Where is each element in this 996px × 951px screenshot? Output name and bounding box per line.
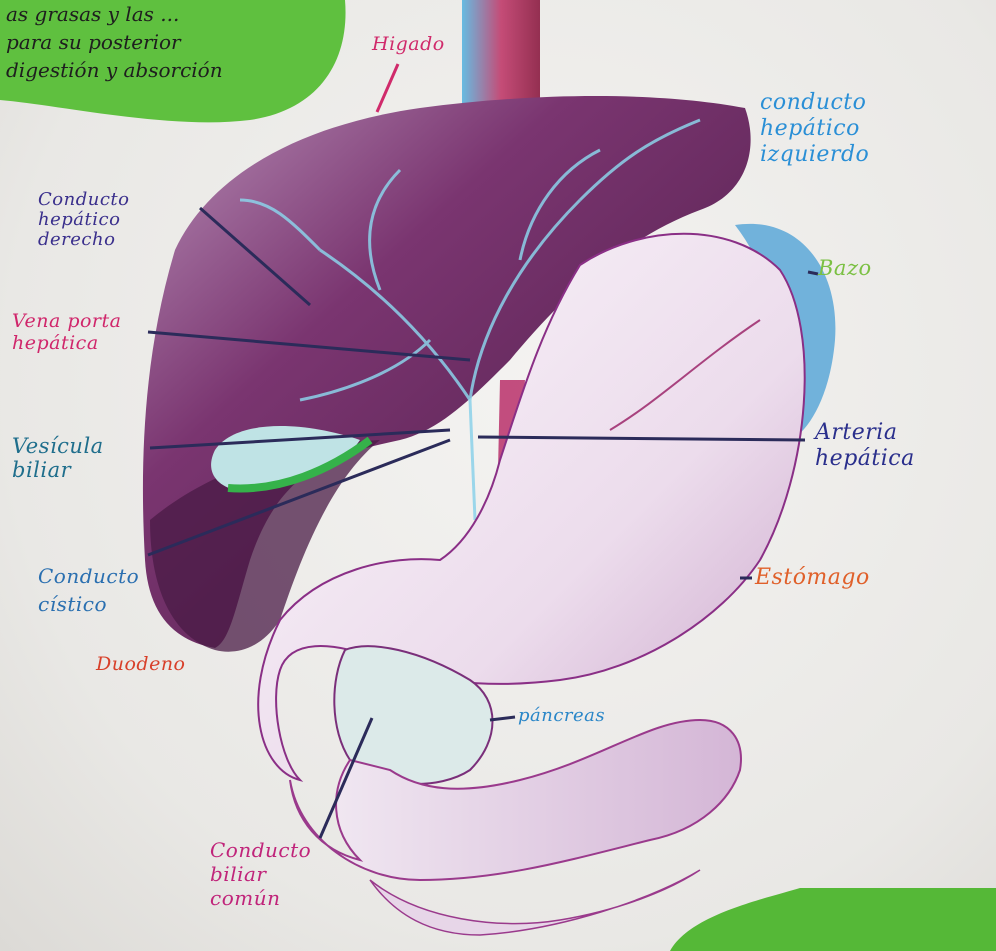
label-conducto-biliar-comun: Conducto biliar común — [210, 838, 311, 910]
sticky-note-text: as grasas y las ... para su posterior di… — [6, 0, 326, 84]
label-higado: Higado — [372, 32, 445, 56]
label-pancreas: páncreas — [518, 704, 605, 728]
label-arteria-hepatica: Arteria hepática — [815, 420, 915, 472]
label-conducto-cistico: Conducto cístico — [38, 562, 139, 618]
leader-pancreas — [490, 717, 515, 720]
leader-higado — [377, 64, 398, 112]
label-bazo: Bazo — [818, 256, 872, 280]
leader-bazo — [808, 272, 818, 274]
aorta — [462, 0, 540, 110]
label-conducto-hepatico-izquierdo: conducto hepático izquierdo — [760, 90, 869, 168]
label-vesicula-biliar: Vesícula biliar — [12, 434, 104, 482]
label-duodeno: Duodeno — [96, 652, 186, 676]
sticky-note-bottom — [670, 888, 996, 951]
label-conducto-hepatico-derecho: Conducto hepático derecho — [38, 190, 129, 250]
label-estomago: Estómago — [755, 566, 870, 590]
label-vena-porta-hepatica: Vena porta hepática — [12, 310, 121, 354]
